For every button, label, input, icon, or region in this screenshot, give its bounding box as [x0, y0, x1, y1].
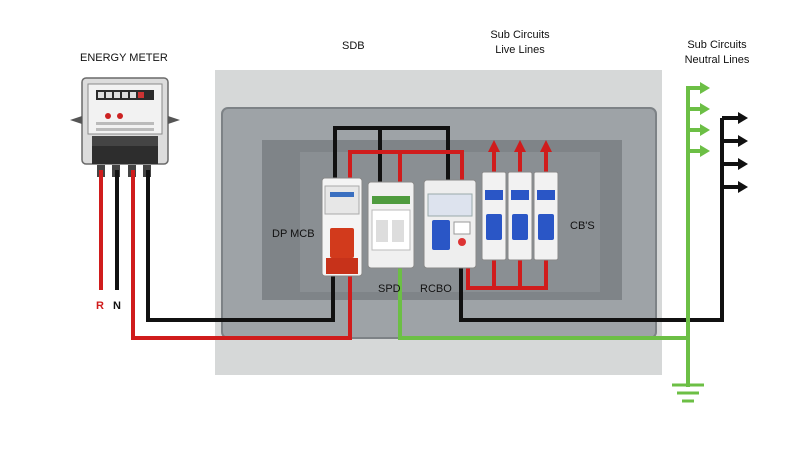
- energy-meter: [70, 77, 180, 177]
- sub-live-line-2: Live Lines: [495, 44, 545, 56]
- circuit-breakers: [481, 171, 559, 261]
- sub-live-line-1: Sub Circuits: [490, 29, 550, 41]
- circuit-breaker-3: [533, 171, 559, 261]
- circuit-breaker-1: [481, 171, 507, 261]
- earth-wire: [398, 256, 690, 340]
- meter-neutral-to-mcb: [146, 170, 335, 322]
- rcbo-label: RCBO: [420, 283, 452, 295]
- spd-device: [367, 181, 415, 269]
- cbs-label: CB'S: [570, 220, 595, 232]
- dp-mcb-toggle: [330, 228, 354, 258]
- earth-ground-icon: [672, 383, 704, 403]
- earth-outputs: [688, 82, 710, 157]
- sub-neutral-line-1: Sub Circuits: [687, 39, 747, 51]
- neutral-outputs: [722, 112, 748, 193]
- rcbo-device: [423, 179, 477, 269]
- live-cb-bus: [466, 248, 548, 290]
- dp-mcb: [321, 177, 363, 277]
- sub-circuits-neutral-label: Sub Circuits Neutral Lines: [672, 38, 762, 68]
- dp-mcb-label: DP MCB: [272, 228, 315, 240]
- sub-circuits-live-label: Sub Circuits Live Lines: [476, 28, 564, 58]
- meter-live-to-mcb: [131, 170, 352, 340]
- live-outputs: [488, 140, 552, 172]
- r-label: R: [96, 300, 104, 312]
- energy-meter-label: ENERGY METER: [80, 52, 168, 64]
- spd-label: SPD: [378, 283, 401, 295]
- sdb-label: SDB: [342, 40, 365, 52]
- n-label: N: [113, 300, 121, 312]
- sub-neutral-line-2: Neutral Lines: [684, 54, 750, 66]
- live-top-bus: [348, 150, 464, 182]
- circuit-breaker-2: [507, 171, 533, 261]
